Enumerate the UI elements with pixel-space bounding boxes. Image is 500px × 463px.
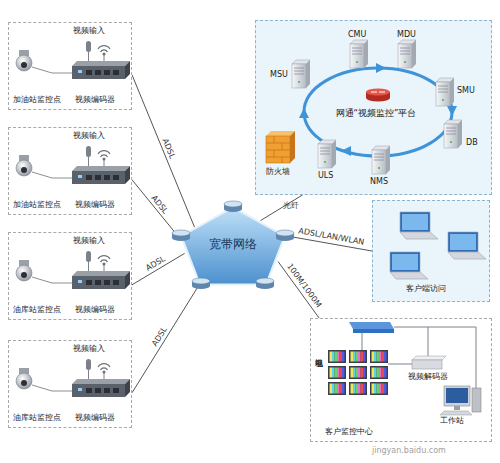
- site-name: 油库站监控点: [13, 305, 61, 314]
- device-label: 视频编码器: [75, 413, 115, 422]
- server-label: ULS: [318, 171, 333, 180]
- monitor-site: 视频输入加油站监控点 视频编码器: [8, 22, 132, 110]
- platform-name: 网通“视频监控”平台: [316, 109, 436, 119]
- firewall-label: 防火墙: [266, 167, 290, 176]
- link-label: 100M/1000M: [285, 262, 323, 310]
- device-label: 视频编码器: [75, 305, 115, 314]
- server-label: DB: [466, 138, 478, 147]
- network-name: 宽带网络: [178, 238, 288, 252]
- device-label: 视频编码器: [75, 95, 115, 104]
- network-link: [132, 253, 185, 284]
- monitor-site: 视频输入加油站监控点 视频编码器: [8, 127, 132, 215]
- client-box: 客户端访问: [372, 200, 490, 302]
- platform-box: 网通“视频监控”平台: [255, 20, 492, 195]
- server-label: MSU: [270, 70, 288, 79]
- server-label: MDU: [397, 30, 416, 39]
- network-link: [132, 75, 195, 227]
- input-label: 视频输入: [73, 26, 105, 35]
- watermark: jingyan.baidu.com: [372, 446, 446, 455]
- client-name: 客户端访问: [406, 284, 446, 293]
- device-label: 视频解码器: [408, 372, 448, 381]
- network-link: [132, 180, 178, 236]
- center-box: 客户监控中心: [310, 318, 492, 442]
- network-cloud: 宽带网络: [178, 205, 288, 287]
- input-label: 视频输入: [73, 236, 105, 245]
- input-label: 视频输入: [73, 131, 105, 140]
- server-label: SMU: [457, 86, 475, 95]
- device-label: 工作站: [440, 416, 464, 425]
- network-link: [261, 195, 303, 221]
- link-label: 光纤: [283, 201, 299, 210]
- network-link: [132, 287, 198, 393]
- site-name: 油库站监控点: [13, 413, 61, 422]
- link-label: ADSL: [149, 193, 170, 215]
- device-label: 视频编码器: [75, 200, 115, 209]
- monitor-site: 视频输入油库站监控点 视频编码器: [8, 340, 132, 428]
- site-name: 加油站监控点: [13, 95, 61, 104]
- site-name: 加油站监控点: [13, 200, 61, 209]
- server-label: CMU: [348, 30, 366, 39]
- center-name: 客户监控中心: [325, 427, 373, 436]
- input-label: 视频输入: [73, 344, 105, 353]
- monitor-site: 视频输入油库站监控点 视频编码器: [8, 232, 132, 320]
- link-label: ADSL: [161, 137, 178, 160]
- server-label: NMS: [370, 177, 388, 186]
